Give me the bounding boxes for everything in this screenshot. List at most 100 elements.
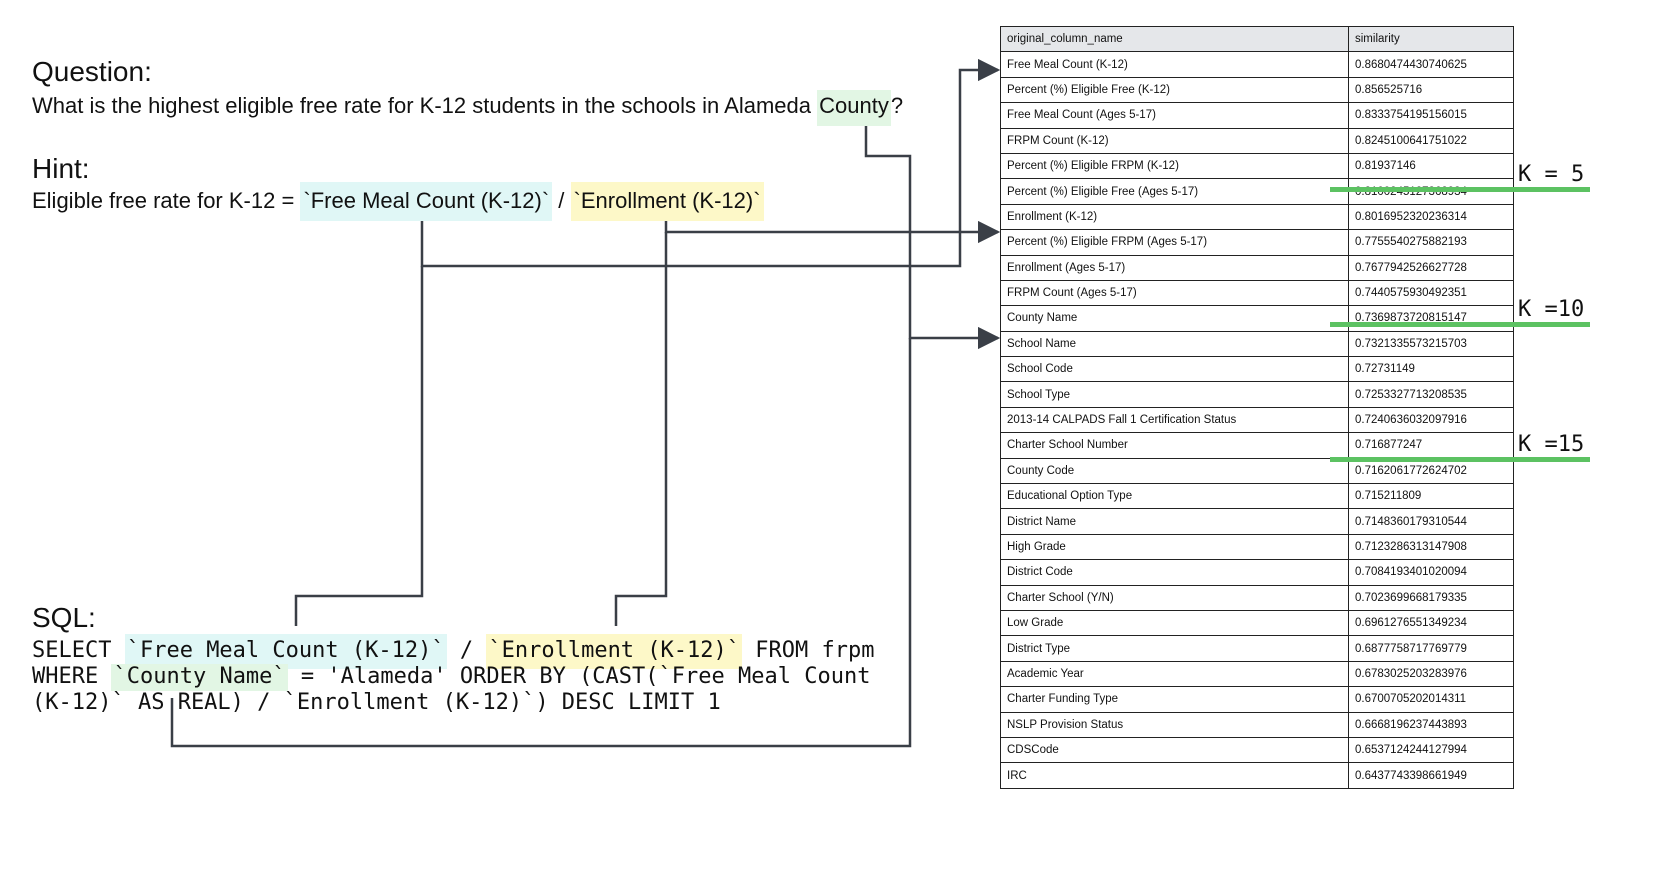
similarity-cell: 0.7440575930492351 bbox=[1348, 279, 1514, 307]
column-name-cell: Low Grade bbox=[1000, 609, 1349, 637]
similarity-cell: 0.7162061772624702 bbox=[1348, 457, 1514, 485]
sql-line-2: WHERE `County Name` = 'Alameda' ORDER BY… bbox=[32, 664, 871, 691]
sql-heading: SQL: bbox=[32, 602, 96, 633]
similarity-cell: 0.7369873720815147 bbox=[1348, 305, 1514, 332]
similarity-cell: 0.6961276551349234 bbox=[1348, 609, 1514, 637]
k5-label: K = 5 bbox=[1518, 162, 1585, 187]
column-name-cell: Percent (%) Eligible Free (Ages 5-17) bbox=[1000, 178, 1349, 205]
table-row: Charter School (Y/N)0.7023699668179335 bbox=[1000, 584, 1514, 611]
sql-from-clause: FROM frpm bbox=[742, 638, 875, 663]
similarity-cell: 0.6668196237443893 bbox=[1348, 711, 1514, 738]
column-name-cell: County Name bbox=[1000, 305, 1349, 332]
column-name-cell: Enrollment (Ages 5-17) bbox=[1000, 254, 1349, 281]
similarity-cell: 0.7084193401020094 bbox=[1348, 559, 1514, 586]
column-name-cell: Enrollment (K-12) bbox=[1000, 203, 1349, 231]
similarity-cell: 0.7677942526627728 bbox=[1348, 254, 1514, 281]
table-row: Percent (%) Eligible FRPM (K-12)0.819371… bbox=[1000, 152, 1514, 180]
similarity-cell: 0.6700705202014311 bbox=[1348, 686, 1514, 713]
free-meal-sql-link bbox=[294, 266, 424, 626]
similarity-cell: 0.81937146 bbox=[1348, 152, 1514, 180]
k15-label: K =15 bbox=[1518, 432, 1585, 457]
similarity-cell: 0.8245100641751022 bbox=[1348, 127, 1514, 154]
similarity-cell: 0.8016952320236314 bbox=[1348, 203, 1514, 231]
sql-select-keyword: SELECT bbox=[32, 638, 125, 663]
similarity-cell: similarity bbox=[1348, 25, 1514, 53]
table-row: FRPM Count (Ages 5-17)0.7440575930492351 bbox=[1000, 279, 1514, 307]
k10-label: K =10 bbox=[1518, 297, 1585, 322]
column-name-cell: District Name bbox=[1000, 508, 1349, 535]
sql-line-3: (K-12)` AS REAL) / `Enrollment (K-12)`) … bbox=[32, 690, 721, 715]
similarity-cell: 0.716877247 bbox=[1348, 432, 1514, 459]
hint-enrollment-term: `Enrollment (K-12)` bbox=[570, 182, 764, 221]
similarity-cell: 0.72731149 bbox=[1348, 356, 1514, 383]
similarity-cell: 0.856525716 bbox=[1348, 76, 1514, 104]
table-row: Free Meal Count (K-12)0.8680474430740625 bbox=[1000, 51, 1514, 78]
enrollment-sql-link bbox=[614, 232, 668, 626]
county-sql-link bbox=[170, 338, 912, 748]
table-row: Enrollment (K-12)0.8016952320236314 bbox=[1000, 203, 1514, 231]
question-text-before: What is the highest eligible free rate f… bbox=[32, 93, 818, 118]
table-row: 2013-14 CALPADS Fall 1 Certification Sta… bbox=[1000, 406, 1514, 434]
column-name-cell: Percent (%) Eligible FRPM (K-12) bbox=[1000, 152, 1349, 180]
k5-line bbox=[1330, 187, 1590, 192]
k15-line bbox=[1330, 457, 1590, 462]
hint-heading: Hint: bbox=[32, 153, 90, 184]
sql-line-1: SELECT `Free Meal Count (K-12)` / `Enrol… bbox=[32, 634, 875, 669]
similarity-cell: 0.7253327713208535 bbox=[1348, 381, 1514, 408]
column-name-cell: School Code bbox=[1000, 356, 1349, 383]
question-heading: Question: bbox=[32, 56, 152, 87]
table-row: Percent (%) Eligible FRPM (Ages 5-17)0.7… bbox=[1000, 229, 1514, 256]
hint-text: Eligible free rate for K-12 = `Free Meal… bbox=[32, 182, 764, 221]
sql-free-meal-term: `Free Meal Count (K-12)` bbox=[124, 634, 447, 669]
table-row: Free Meal Count (Ages 5-17)0.83337541951… bbox=[1000, 102, 1514, 129]
column-name-cell: CDSCode bbox=[1000, 736, 1349, 764]
column-name-cell: Free Meal Count (K-12) bbox=[1000, 51, 1349, 78]
similarity-cell: 0.7321335573215703 bbox=[1348, 330, 1514, 358]
column-name-cell: Charter School (Y/N) bbox=[1000, 584, 1349, 611]
column-name-cell: Free Meal Count (Ages 5-17) bbox=[1000, 102, 1349, 129]
similarity-cell: 0.6783025203283976 bbox=[1348, 660, 1514, 688]
free-meal-arrow bbox=[420, 58, 1001, 268]
column-name-cell: Academic Year bbox=[1000, 660, 1349, 688]
column-name-cell: original_column_name bbox=[1000, 25, 1349, 53]
column-name-cell: Educational Option Type bbox=[1000, 483, 1349, 510]
similarity-cell: 0.7023699668179335 bbox=[1348, 584, 1514, 611]
county-arrow bbox=[864, 123, 1001, 350]
column-name-cell: Percent (%) Eligible Free (K-12) bbox=[1000, 76, 1349, 104]
similarity-cell: 0.8333754195156015 bbox=[1348, 102, 1514, 129]
column-name-cell: 2013-14 CALPADS Fall 1 Certification Sta… bbox=[1000, 406, 1349, 434]
similarity-cell: 0.715211809 bbox=[1348, 483, 1514, 510]
table-row: Enrollment (Ages 5-17)0.7677942526627728 bbox=[1000, 254, 1514, 281]
sql-separator: / bbox=[446, 638, 487, 663]
similarity-cell: 0.7240636032097916 bbox=[1348, 406, 1514, 434]
column-name-cell: Percent (%) Eligible FRPM (Ages 5-17) bbox=[1000, 229, 1349, 256]
sql-enrollment-term: `Enrollment (K-12)` bbox=[486, 634, 743, 669]
column-name-cell: IRC bbox=[1000, 762, 1349, 789]
sql-where-rest: = 'Alameda' ORDER BY (CAST(`Free Meal Co… bbox=[287, 664, 871, 689]
hint-prefix: Eligible free rate for K-12 = bbox=[32, 188, 301, 213]
sql-county-term: `County Name` bbox=[111, 664, 288, 691]
k10-line bbox=[1330, 322, 1590, 327]
column-name-cell: FRPM Count (K-12) bbox=[1000, 127, 1349, 154]
table-row: FRPM Count (K-12)0.8245100641751022 bbox=[1000, 127, 1514, 154]
column-name-cell: School Name bbox=[1000, 330, 1349, 358]
similarity-cell: 0.7755540275882193 bbox=[1348, 229, 1514, 256]
similarity-cell: 0.7148360179310544 bbox=[1348, 508, 1514, 535]
table-row: Percent (%) Eligible Free (K-12)0.856525… bbox=[1000, 76, 1514, 104]
